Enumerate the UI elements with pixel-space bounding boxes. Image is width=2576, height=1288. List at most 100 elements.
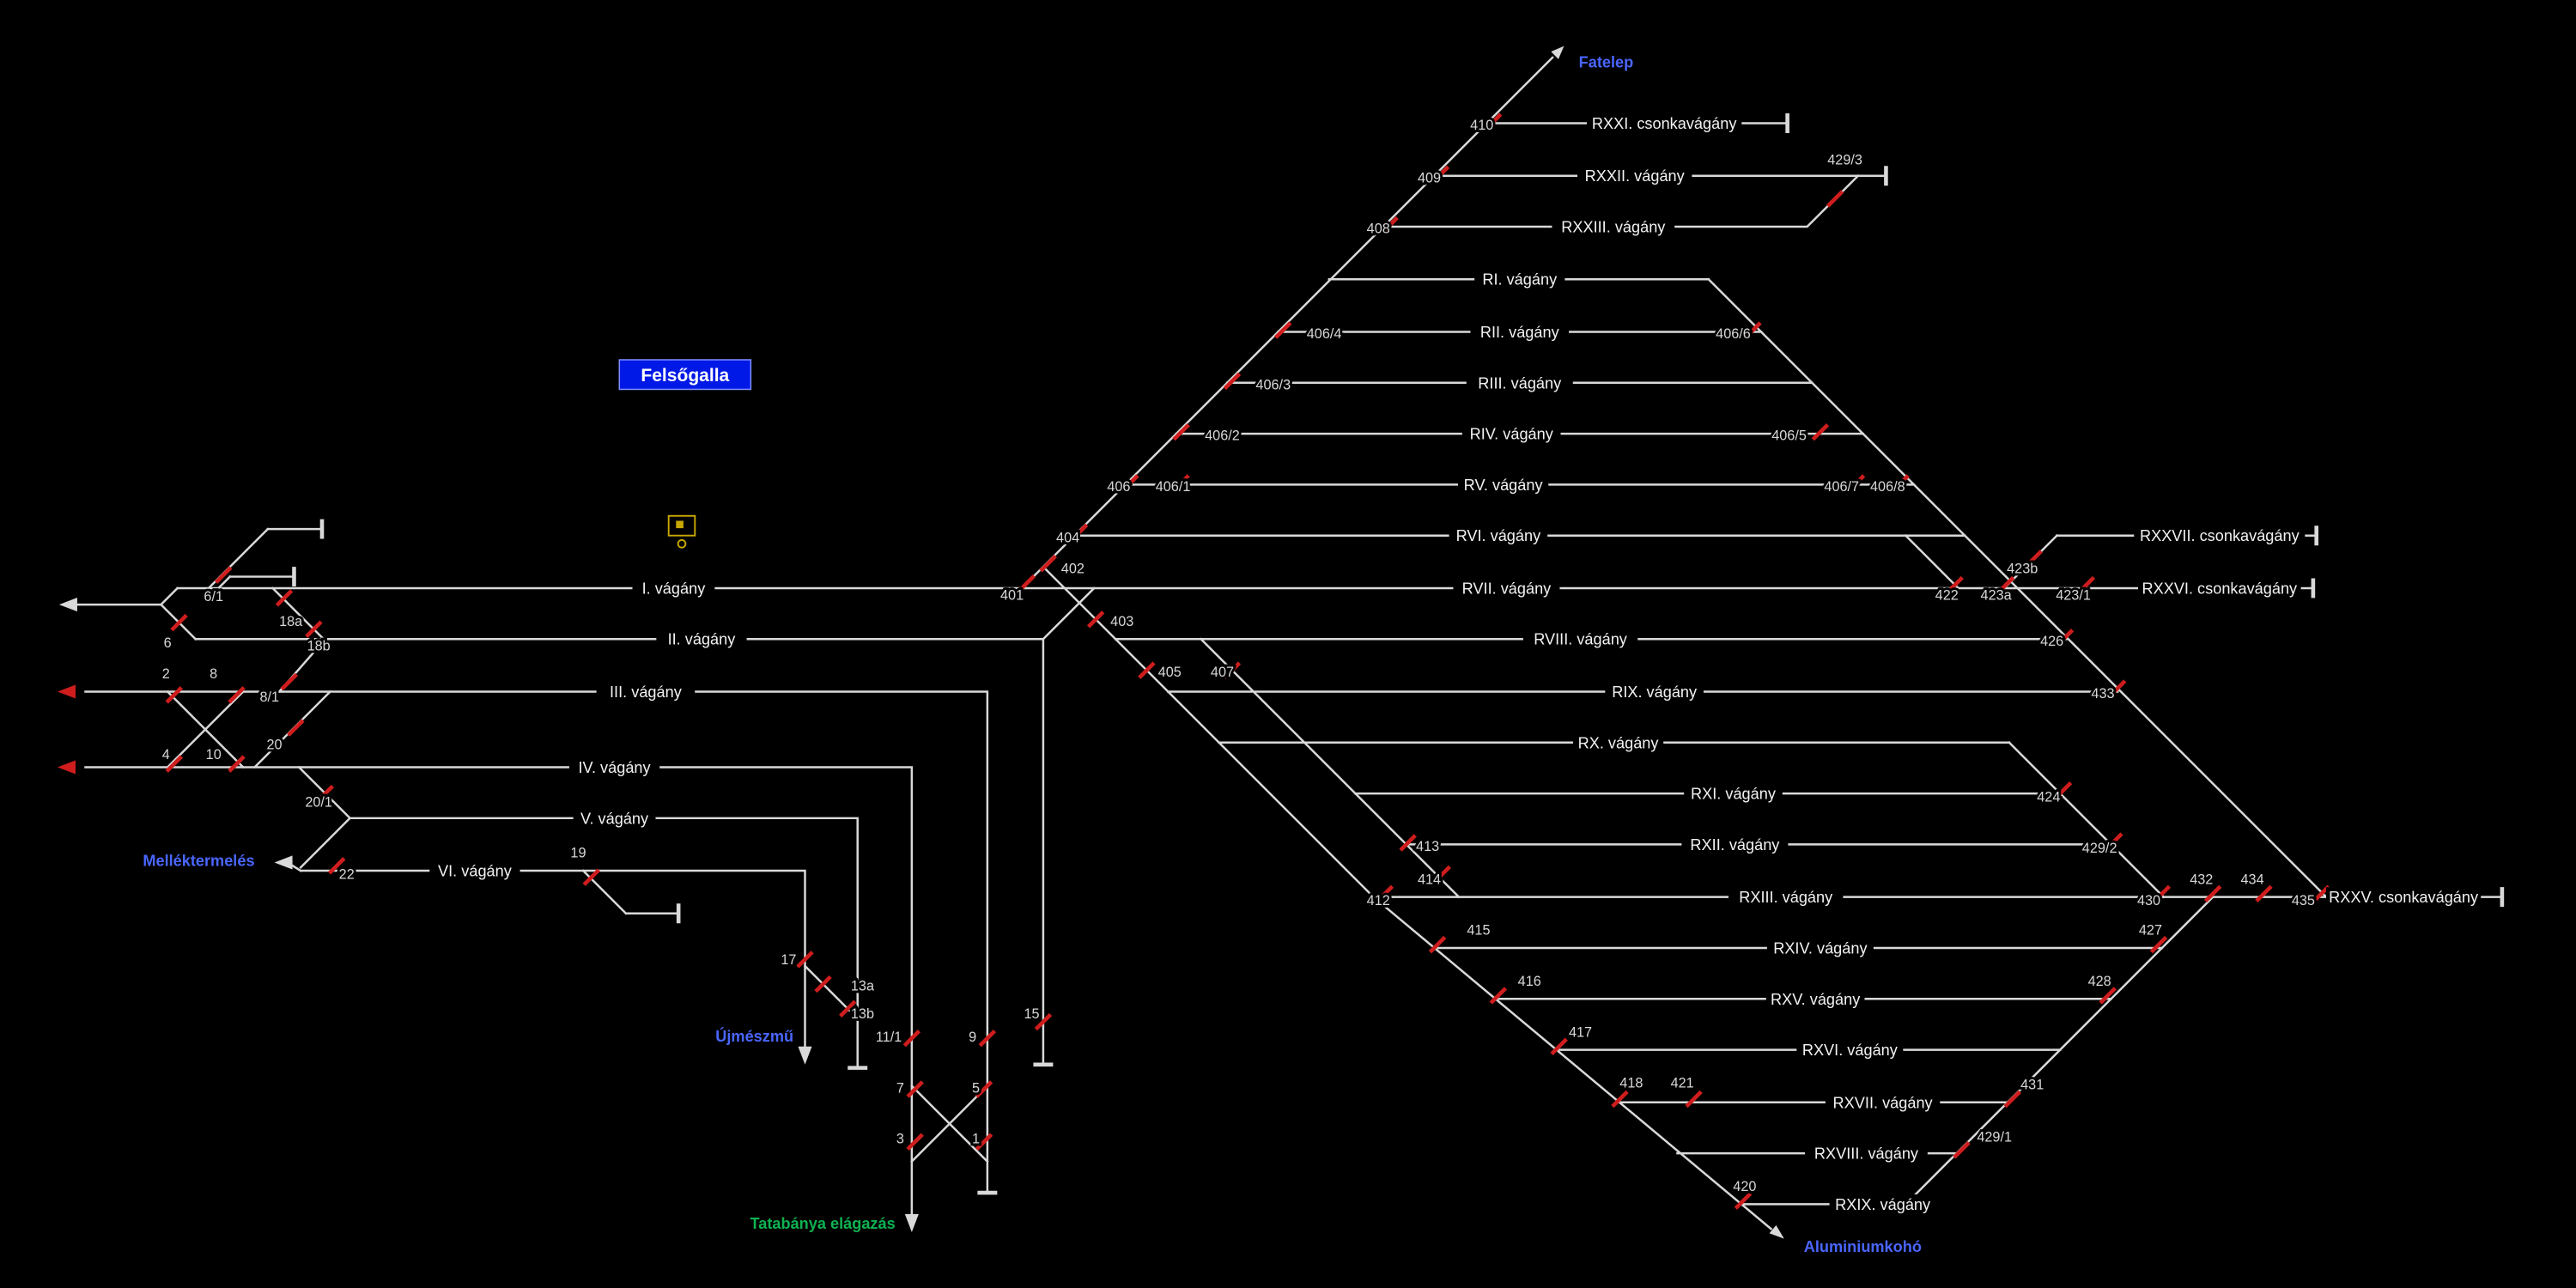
switch-label-406/8[interactable]: 406/8 [1868, 477, 1907, 497]
switch-mark-406/8[interactable] [1892, 474, 1910, 492]
switch-mark-412[interactable] [1376, 884, 1394, 903]
switch-mark-20[interactable] [287, 719, 305, 737]
switch-label-401[interactable]: 401 [998, 585, 1026, 605]
switch-mark-402[interactable] [1039, 555, 1057, 573]
switch-label-13b[interactable]: 13b [848, 1004, 877, 1024]
switch-label-429/3[interactable]: 429/3 [1825, 149, 1864, 170]
switch-mark-10[interactable] [228, 755, 246, 773]
switch-mark-433[interactable] [2108, 679, 2127, 697]
switch-label-406/4[interactable]: 406/4 [1304, 324, 1344, 344]
switch-label-428[interactable]: 428 [2086, 971, 2114, 992]
switch-mark-421[interactable] [1685, 1090, 1703, 1109]
switch-mark-424[interactable] [2054, 781, 2073, 799]
switch-label-424[interactable]: 424 [2034, 787, 2063, 808]
switch-mark-406/5[interactable] [1811, 422, 1830, 441]
switch-mark-418[interactable] [1611, 1090, 1629, 1109]
switch-mark-415[interactable] [1428, 935, 1447, 954]
switch-mark-8/1[interactable] [280, 672, 298, 691]
switch-label-418[interactable]: 418 [1617, 1073, 1645, 1094]
switch-label-407[interactable]: 407 [1208, 662, 1236, 683]
switch-mark-2[interactable] [165, 686, 184, 704]
switch-mark-406/2[interactable] [1172, 422, 1190, 441]
switch-mark-401[interactable] [1018, 574, 1036, 592]
switch-label-413[interactable]: 413 [1413, 836, 1442, 857]
switch-label-435[interactable]: 435 [2289, 890, 2318, 911]
switch-mark-15[interactable] [1034, 1012, 1053, 1031]
switch-label-416[interactable]: 416 [1516, 971, 1544, 992]
switch-mark-11/1[interactable] [902, 1029, 921, 1048]
switch-mark-417[interactable] [1550, 1037, 1568, 1055]
switch-mark-423a[interactable] [1996, 575, 2015, 594]
switch-mark-7[interactable] [906, 1080, 924, 1098]
switch-mark-22[interactable] [327, 857, 346, 875]
switch-mark-423/1[interactable] [2077, 575, 2096, 594]
switch-mark-429/2[interactable] [2105, 832, 2123, 850]
switch-label-408[interactable]: 408 [1364, 219, 1393, 240]
switch-mark-1[interactable] [975, 1133, 993, 1151]
switch-mark-403[interactable] [1086, 611, 1105, 629]
switch-label-18a[interactable]: 18a [276, 611, 306, 632]
switch-mark-431[interactable] [2003, 1090, 2021, 1109]
switch-label-20[interactable]: 20 [264, 735, 285, 756]
switch-label-8[interactable]: 8 [207, 664, 220, 684]
switch-mark-407[interactable] [1223, 661, 1242, 679]
switch-mark-414[interactable] [1433, 865, 1452, 884]
switch-mark-416[interactable] [1489, 987, 1508, 1005]
switch-mark-18a[interactable] [275, 589, 294, 607]
switch-label-10[interactable]: 10 [204, 744, 224, 765]
switch-mark-429/1[interactable] [1953, 1141, 1971, 1159]
switch-mark-8[interactable] [228, 686, 246, 704]
switch-mark-9[interactable] [978, 1029, 997, 1048]
switch-mark-408[interactable] [1381, 216, 1399, 234]
switch-label-415[interactable]: 415 [1465, 920, 1493, 941]
switch-mark-13b[interactable] [839, 999, 857, 1018]
switch-mark-428[interactable] [2099, 987, 2117, 1005]
switch-mark-413[interactable] [1399, 834, 1417, 852]
switch-label-406/7[interactable]: 406/7 [1822, 477, 1862, 497]
switch-mark-432[interactable] [2203, 884, 2222, 903]
switch-mark-406/4[interactable] [1274, 321, 1292, 339]
switch-label-403[interactable]: 403 [1108, 611, 1136, 632]
switch-label-410[interactable]: 410 [1467, 115, 1496, 136]
switch-mark-405[interactable] [1138, 661, 1156, 679]
switch-label-433[interactable]: 433 [2089, 683, 2117, 704]
switch-label-6[interactable]: 6 [161, 633, 174, 653]
switch-mark-422[interactable] [1946, 575, 1965, 594]
switch-label-422[interactable]: 422 [1933, 585, 1961, 605]
switch-label-20/1[interactable]: 20/1 [302, 793, 334, 813]
switch-mark-3[interactable] [906, 1133, 924, 1151]
switch-mark-406/7[interactable] [1847, 474, 1866, 492]
switch-label-429/2[interactable]: 429/2 [2080, 838, 2119, 859]
switch-label-423b[interactable]: 423b [2004, 559, 2040, 580]
switch-mark-406/6[interactable] [1744, 321, 1762, 339]
switch-label-412[interactable]: 412 [1364, 890, 1393, 911]
switch-mark-429/3[interactable] [1826, 190, 1844, 208]
switch-mark-420[interactable] [1734, 1192, 1753, 1210]
switch-label-405[interactable]: 405 [1156, 662, 1184, 683]
switch-label-8/1[interactable]: 8/1 [258, 687, 282, 708]
switch-label-406/5[interactable]: 406/5 [1769, 426, 1808, 447]
switch-label-406[interactable]: 406 [1105, 477, 1133, 497]
switch-mark-5[interactable] [975, 1080, 993, 1098]
switch-label-6/1[interactable]: 6/1 [202, 586, 226, 607]
switch-mark-427[interactable] [2149, 935, 2168, 954]
switch-mark-20/1[interactable] [316, 784, 335, 803]
switch-label-2[interactable]: 2 [160, 664, 173, 684]
switch-label-404[interactable]: 404 [1054, 528, 1082, 549]
switch-label-421[interactable]: 421 [1668, 1073, 1697, 1094]
switch-label-19[interactable]: 19 [568, 843, 589, 864]
switch-label-429/1[interactable]: 429/1 [1974, 1127, 2014, 1148]
switch-mark-6/1[interactable] [214, 566, 233, 584]
switch-label-7[interactable]: 7 [894, 1078, 907, 1098]
switch-label-409[interactable]: 409 [1415, 168, 1443, 189]
switch-label-431[interactable]: 431 [2018, 1075, 2046, 1096]
switch-label-414[interactable]: 414 [1415, 869, 1443, 890]
switch-mark-410[interactable] [1484, 112, 1503, 131]
switch-mark-406[interactable] [1121, 474, 1139, 492]
switch-label-15[interactable]: 15 [1022, 1004, 1042, 1024]
switch-label-426[interactable]: 426 [2038, 631, 2066, 652]
switch-label-406/2[interactable]: 406/2 [1202, 426, 1242, 447]
switch-mark-17[interactable] [796, 951, 814, 969]
switch-label-3[interactable]: 3 [894, 1129, 907, 1150]
switch-label-432[interactable]: 432 [2187, 869, 2215, 890]
